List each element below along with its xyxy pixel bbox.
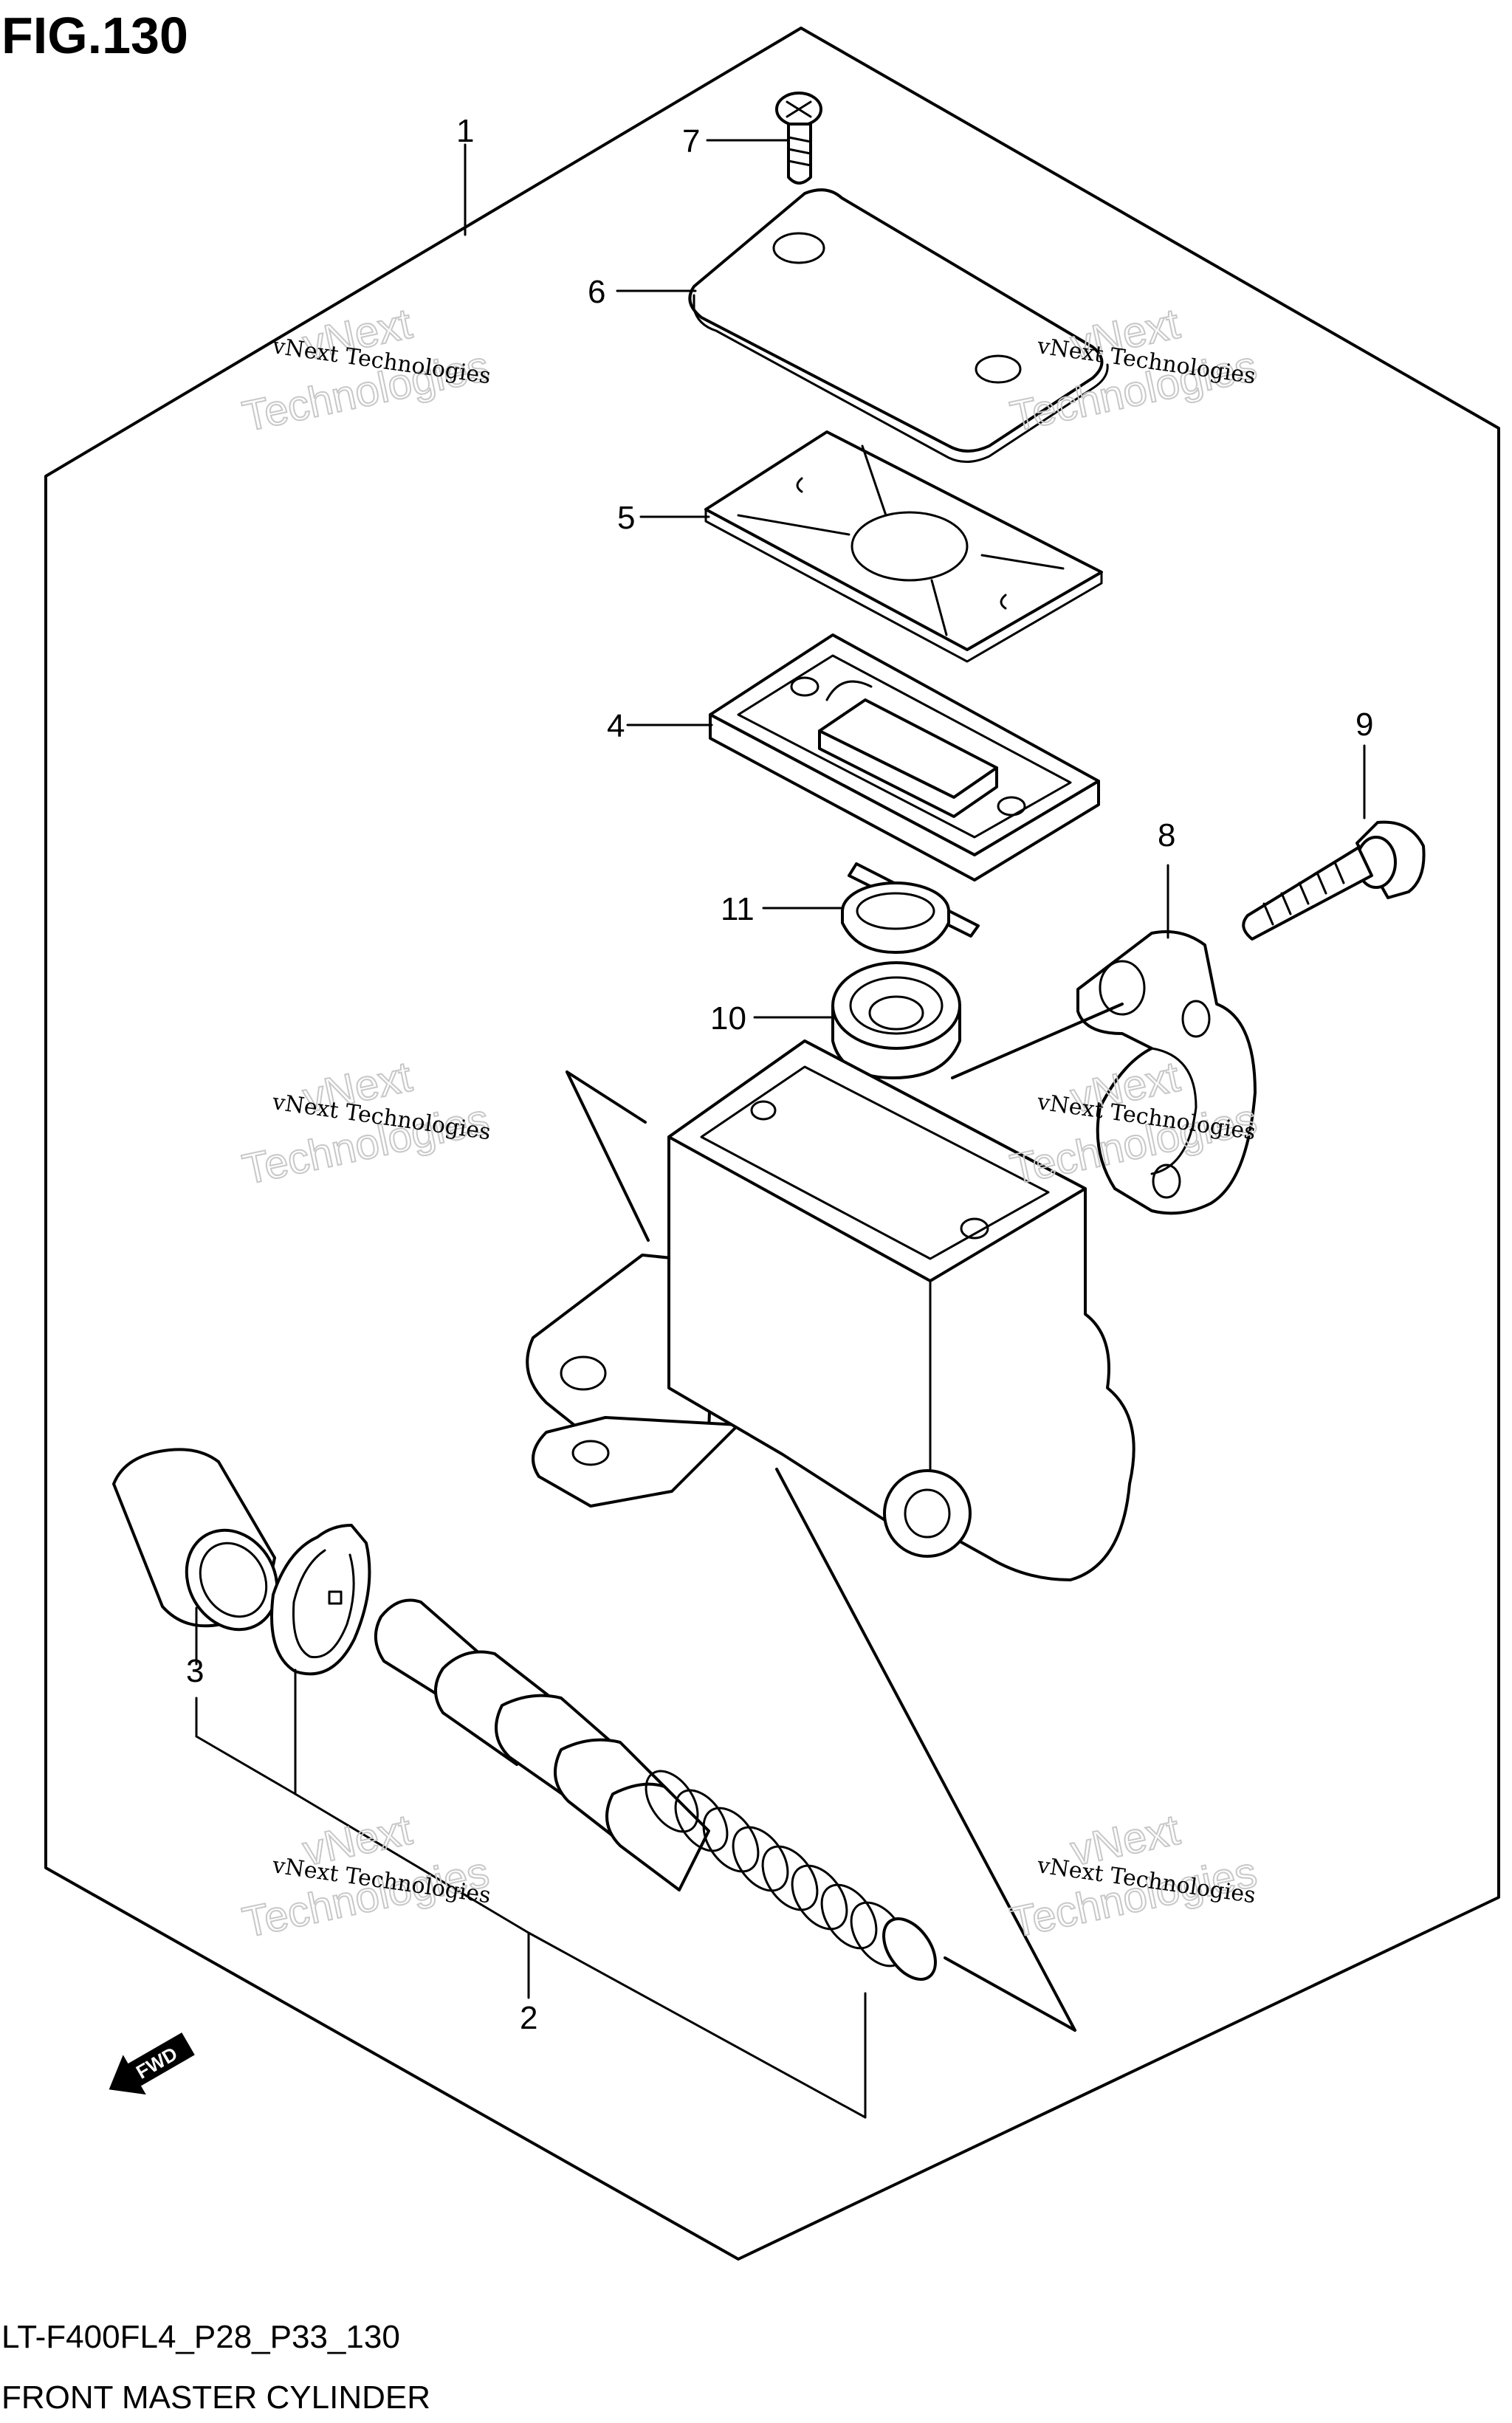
callout-6: 6 [588, 274, 605, 310]
callout-3: 3 [186, 1653, 204, 1689]
callout-2: 2 [520, 2000, 537, 2036]
cut-line-long [775, 1468, 1076, 2032]
master-cylinder-body [526, 1039, 1135, 1581]
callout-5: 5 [617, 500, 635, 536]
figure-title: FIG.130 [1, 7, 188, 64]
circlip [270, 1524, 371, 1676]
callout-8: 8 [1158, 817, 1175, 853]
cut-line-lower [944, 1956, 1076, 2032]
figure-caption: FRONT MASTER CYLINDER [1, 2379, 430, 2416]
part-3-cup [112, 1448, 279, 1632]
callout-4: 4 [607, 708, 625, 744]
model-code: LT-F400FL4_P28_P33_130 [1, 2319, 400, 2355]
part-2-piston-spring [374, 1598, 937, 1981]
part-11-ring [841, 881, 950, 954]
callout-10: 10 [710, 1000, 746, 1037]
fwd-arrow-icon: FWD [109, 2032, 195, 2095]
callout-7: 7 [682, 123, 700, 159]
part-7-screw [775, 92, 822, 185]
callout-1: 1 [456, 113, 474, 149]
part-8-clamp [1076, 930, 1257, 1215]
part-10-boot [831, 961, 961, 1079]
spring [645, 1770, 937, 1981]
assembly-boundary [44, 27, 1500, 2261]
leader-lines [195, 139, 1366, 2119]
part-9-bolt [1242, 820, 1426, 941]
part-5-plate [704, 430, 1103, 663]
callout-9: 9 [1355, 707, 1373, 743]
cut-line-upper [566, 1070, 647, 1124]
part-6-cap [688, 188, 1109, 463]
callout-11: 11 [721, 891, 755, 927]
cut-line-diag [566, 1070, 650, 1242]
cut-line-clamp [951, 1003, 1124, 1079]
